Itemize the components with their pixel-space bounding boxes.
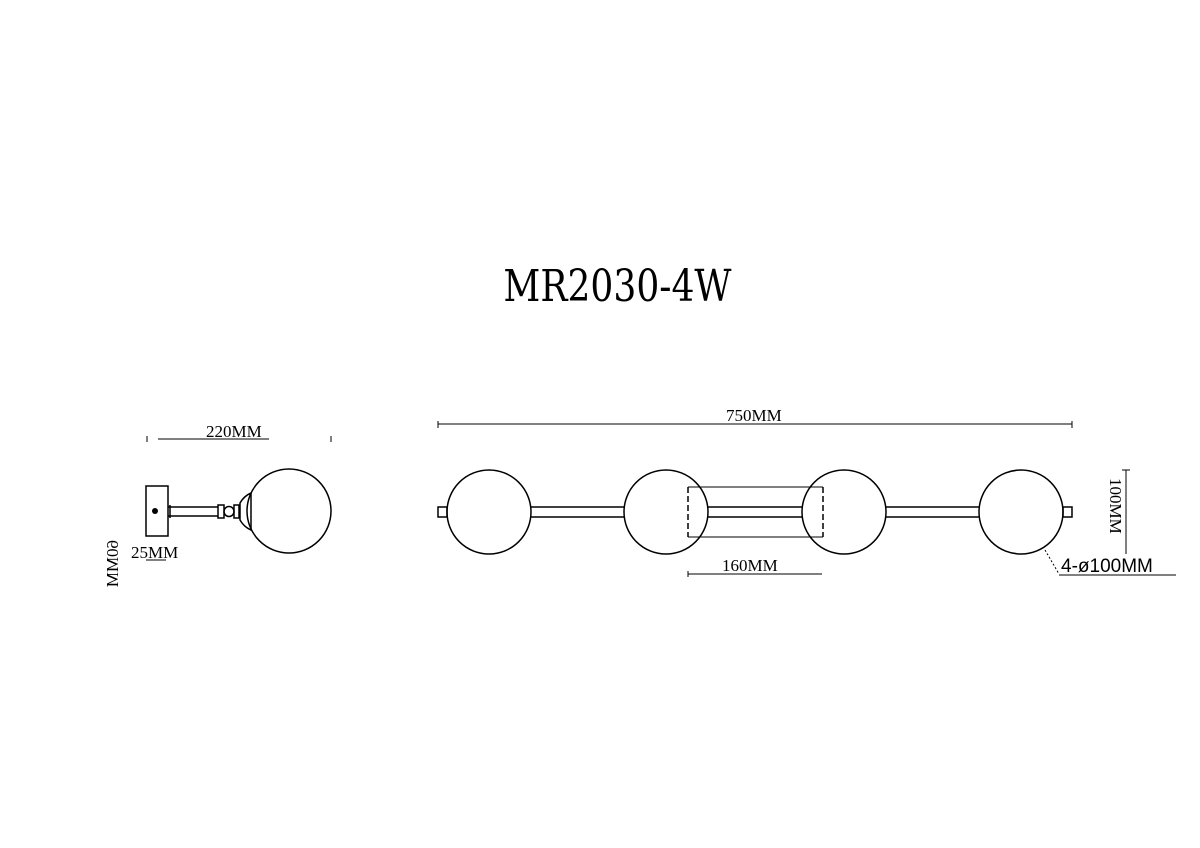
end-cap-left (437, 506, 448, 518)
dimension-100: 100MM (1106, 469, 1130, 554)
globe-callout: 4-ø100MM (1044, 549, 1176, 577)
wall-plate-outline (687, 486, 824, 538)
dimension-label-160: 160MM (722, 556, 778, 575)
bar-left (530, 506, 625, 518)
dimension-label-220: 220MM (206, 422, 262, 441)
side-view: 220MM 60MM 25MM (103, 422, 332, 587)
dimension-160: 160MM (687, 556, 822, 577)
dimension-label-25: 25MM (131, 543, 178, 562)
bar-right (885, 506, 980, 518)
dimension-label-60: 60MM (103, 540, 122, 587)
globe-4 (978, 469, 1064, 555)
globe-1 (446, 469, 532, 555)
dimension-label-100: 100MM (1106, 478, 1125, 534)
model-title: MR2030-4W (503, 262, 732, 312)
globe-3 (801, 469, 887, 555)
dimension-25: 25MM (131, 543, 178, 562)
side-arm (168, 504, 240, 519)
wall-plate (145, 485, 169, 537)
mount-screw-dot (152, 508, 158, 514)
dimension-750: 750MM (437, 406, 1073, 428)
end-cap-right (1062, 506, 1073, 518)
globe-callout-label: 4-ø100MM (1061, 556, 1153, 577)
dimension-220: 220MM (146, 422, 332, 442)
globe-2 (623, 469, 709, 555)
front-view: 750MM (437, 406, 1176, 577)
dimension-label-750: 750MM (726, 406, 782, 425)
side-globe (246, 468, 332, 554)
bar-center (708, 506, 802, 518)
